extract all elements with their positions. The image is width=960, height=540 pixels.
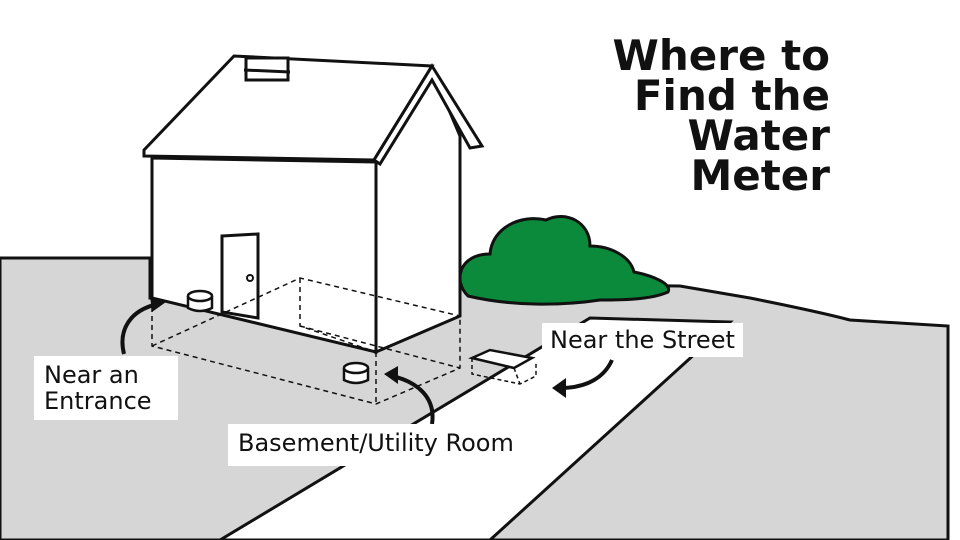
arrow-street: [559, 359, 614, 390]
meter-street-box-icon: [468, 348, 537, 385]
front-door: [220, 232, 260, 320]
arrowhead-basement: [384, 366, 398, 384]
diagram-title: Where to Find the Water Meter: [612, 31, 830, 200]
title-line-1: Where to: [612, 31, 830, 80]
title-line-2: Find the: [633, 71, 830, 120]
label-basement-utility-room: Basement/Utility Room: [228, 424, 524, 466]
label-near-entrance-line-2: Entrance: [44, 387, 152, 415]
arrow-basement: [391, 374, 435, 425]
meter-entrance-icon: [186, 289, 214, 313]
meter-basement-icon: [342, 361, 370, 385]
label-near-street: Near the Street: [542, 323, 743, 357]
arrowhead-entrance: [150, 296, 166, 312]
arrowhead-street: [552, 378, 566, 398]
arrow-entrance: [120, 302, 159, 355]
title-line-3: Water: [687, 111, 830, 160]
house-roof-gable: [371, 63, 485, 167]
door-knob: [246, 274, 254, 282]
bush: [458, 214, 670, 306]
title-line-4: Meter: [690, 151, 830, 200]
chimney: [244, 56, 290, 82]
label-near-entrance-line-1: Near an: [44, 361, 139, 389]
label-near-entrance: Near an Entrance: [34, 356, 178, 420]
basement-outline: [151, 277, 461, 405]
